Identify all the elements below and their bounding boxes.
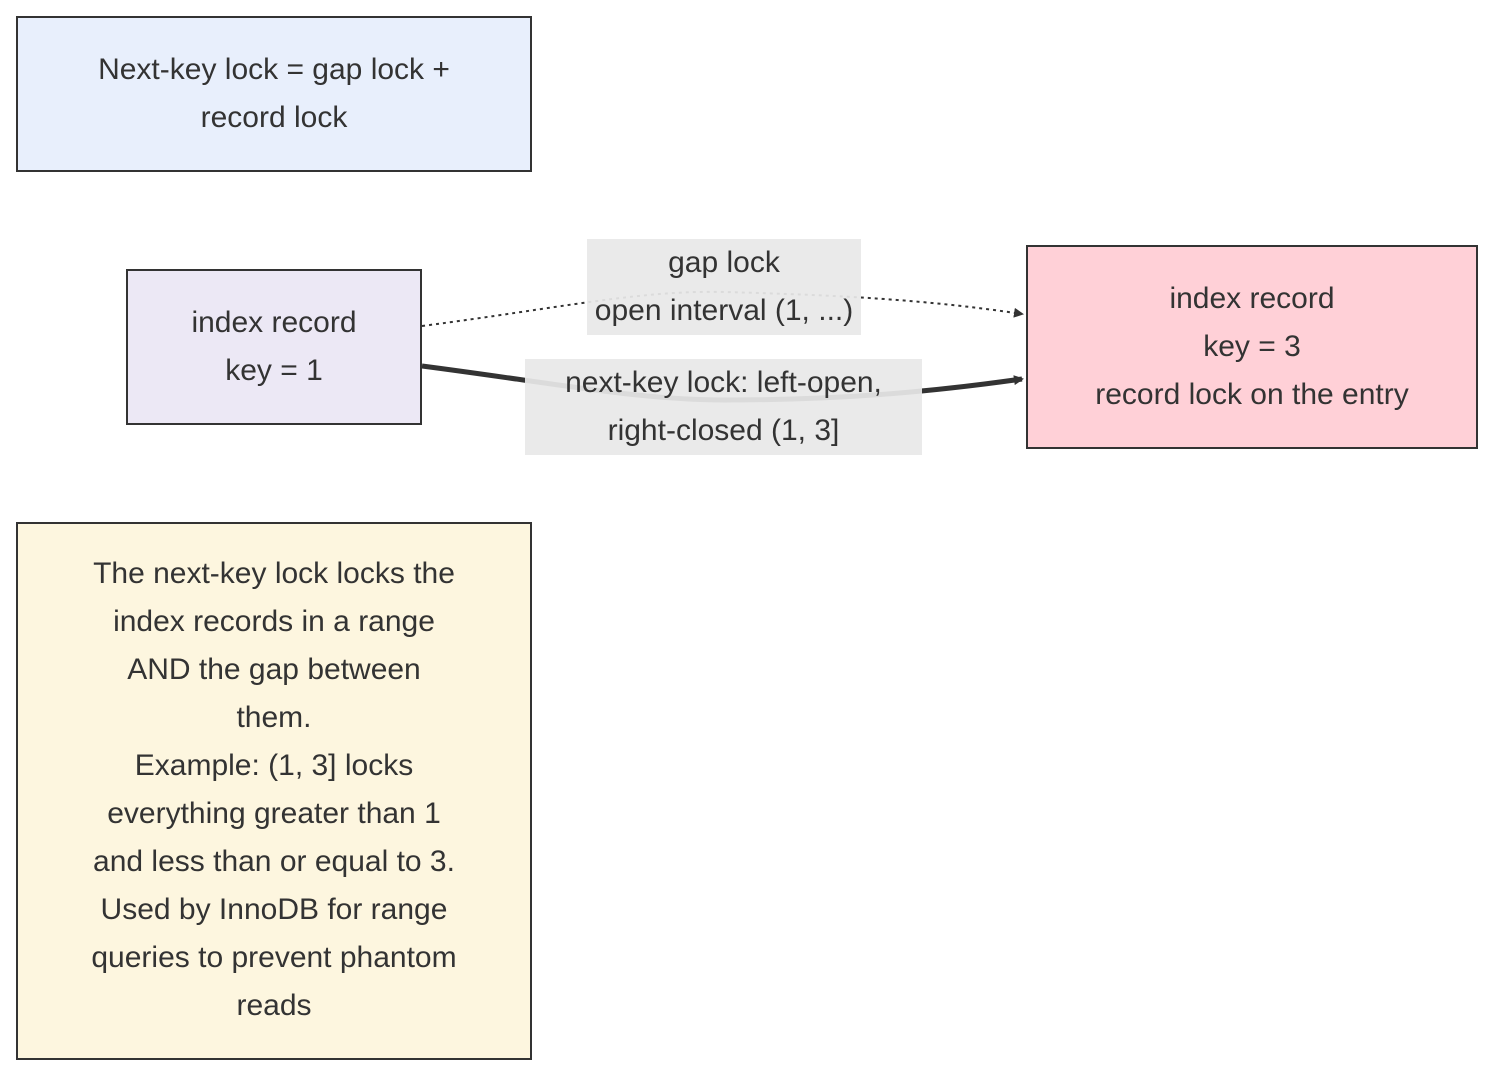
record-1-line: index record [191,306,357,339]
record-3-line: record lock on the entry [1095,378,1409,411]
explanation-line: The next-key lock locks the [93,557,455,590]
record-3-line: key = 3 [1203,330,1301,363]
explanation-line: them. [236,701,312,734]
explanation-line: Example: (1, 3] locks [134,749,414,782]
index-record-key-1: index record key = 1 [126,269,422,425]
explanation-line: and less than or equal to 3. [93,845,455,878]
record-1-line: key = 1 [225,354,323,387]
next-key-lock-label-line: next-key lock: left-open, [565,366,882,399]
title-note: Next-key lock = gap lock + record lock [16,16,532,172]
explanation-line: queries to prevent phantom [91,941,457,974]
explanation-line: Used by InnoDB for range [100,893,448,926]
next-key-lock-label-line: right-closed (1, 3] [607,414,840,447]
gap-lock-label: gap lock open interval (1, ...) [587,239,861,335]
explanation-note: The next-key lock locks the index record… [16,522,532,1060]
index-record-key-3: index record key = 3 record lock on the … [1026,245,1478,449]
gap-lock-label-line: gap lock [668,246,780,279]
title-note-line: record lock [200,101,348,134]
record-3-line: index record [1169,282,1335,315]
gap-lock-label-line: open interval (1, ...) [594,294,854,327]
explanation-line: index records in a range [113,605,435,638]
explanation-line: reads [236,989,312,1022]
next-key-lock-label: next-key lock: left-open, right-closed (… [525,359,922,455]
explanation-line: everything greater than 1 [107,797,441,830]
explanation-line: AND the gap between [127,653,421,686]
title-note-line: Next-key lock = gap lock + [98,53,450,86]
